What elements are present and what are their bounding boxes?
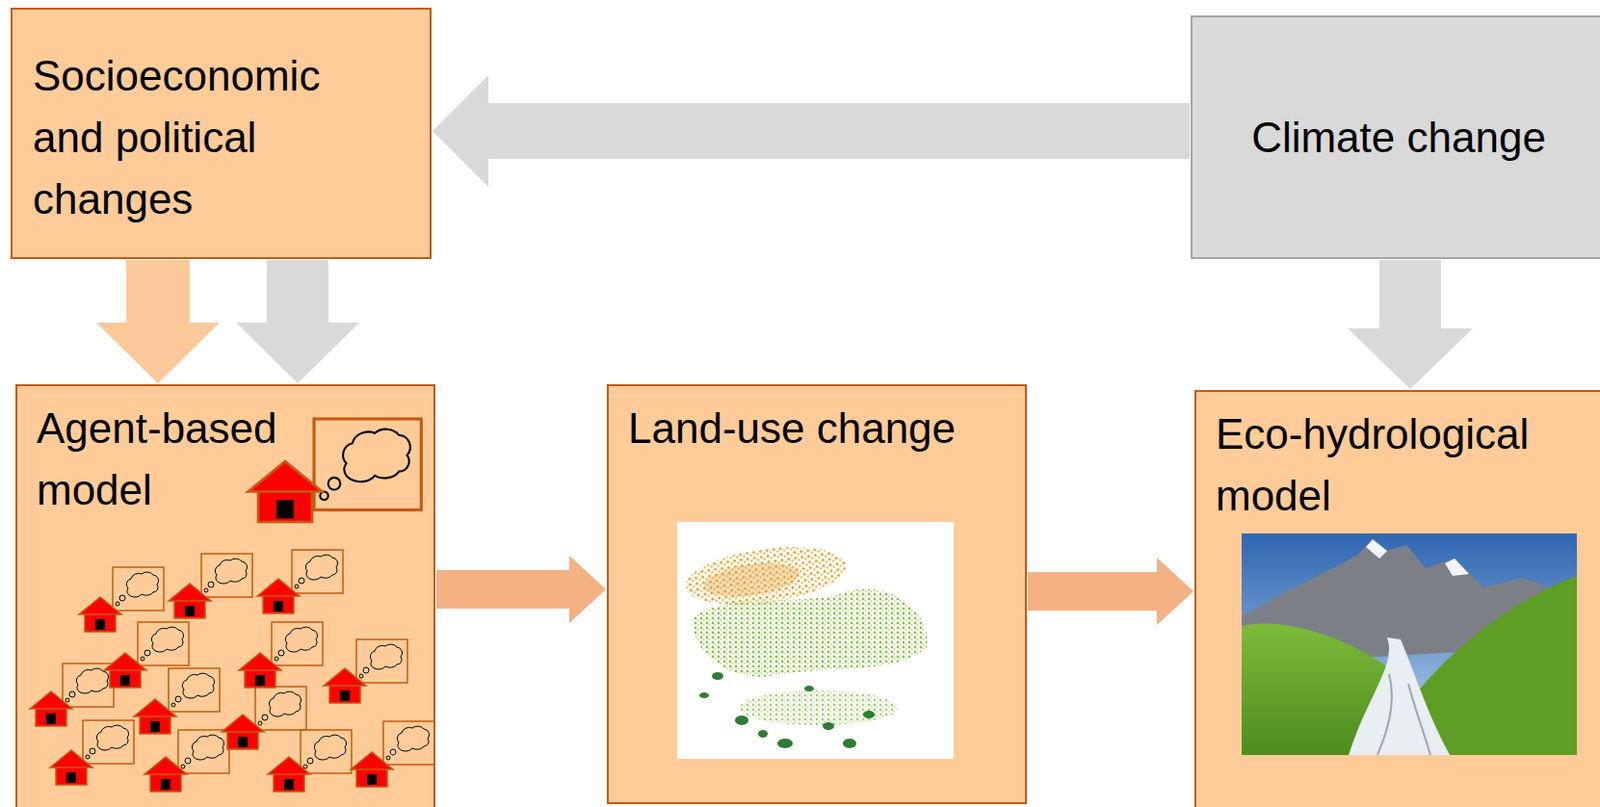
map-patch [739, 690, 898, 726]
house-icon [133, 699, 177, 735]
house-icon [267, 757, 311, 792]
model-box: Eco-hydrological model [1194, 390, 1600, 807]
map-dot [863, 710, 875, 719]
house-icon [78, 597, 122, 632]
photo-sky [1241, 533, 1577, 756]
household-agents [29, 419, 435, 792]
map-patch [681, 538, 850, 615]
house-icon [221, 714, 264, 750]
block-arrow [236, 260, 360, 384]
block-arrow [96, 260, 220, 384]
map-patch [701, 557, 801, 603]
map-ground [677, 522, 954, 760]
node-label: Agent-based model [36, 397, 307, 522]
land-use-map [677, 522, 954, 760]
block-arrow [1027, 557, 1194, 626]
map-patch [691, 589, 928, 678]
map-dot [758, 730, 768, 738]
house-icon [104, 653, 147, 688]
thought-bubble [314, 419, 421, 511]
node-label: Land-use change [628, 397, 1014, 460]
map-dot [777, 738, 793, 749]
thought-bubble [137, 622, 189, 666]
photo-stream [1408, 683, 1431, 756]
thought-bubble [178, 730, 230, 774]
thought-bubble [383, 721, 435, 765]
driver-box: Socioeconomic and political changes [10, 7, 432, 260]
thought-bubble [112, 567, 164, 611]
map-dot [699, 692, 709, 699]
thought-bubble [168, 668, 220, 712]
thought-bubble [201, 553, 253, 598]
node-label: Socioeconomic and political changes [32, 45, 361, 231]
thought-bubble [356, 639, 408, 683]
photo-snow [1365, 539, 1388, 559]
house-icon [168, 583, 211, 619]
house-icon [350, 752, 394, 787]
thought-bubble [291, 550, 343, 594]
map-dot [822, 722, 835, 731]
map-dot [804, 685, 814, 692]
photo-stream [1377, 674, 1392, 756]
thought-bubble [62, 663, 114, 708]
house-icon [144, 757, 187, 792]
photo-mountain [1241, 539, 1577, 665]
photo-stream [1348, 637, 1450, 756]
house-icon [238, 653, 282, 688]
thought-bubble [271, 622, 323, 666]
house-icon [323, 668, 367, 704]
mountain-stream-photo [1241, 533, 1577, 756]
thought-bubble [300, 730, 352, 774]
driver-box: Climate change [1190, 15, 1600, 260]
block-arrow [432, 75, 1190, 187]
block-arrow [1347, 260, 1473, 390]
photo-hill [1241, 623, 1397, 756]
process-box: Land-use change [606, 384, 1027, 805]
node-label: Eco-hydrological model [1215, 403, 1563, 527]
map-dot [842, 738, 857, 749]
map-dot [734, 715, 749, 726]
house-icon [50, 750, 93, 786]
photo-snow [1444, 558, 1469, 577]
photo-hill [1387, 576, 1577, 756]
house-icon [29, 691, 73, 727]
model-box: Agent-based model [15, 384, 436, 807]
node-label: Climate change [1251, 106, 1547, 169]
house-icon [257, 578, 300, 614]
map-dot [711, 672, 724, 681]
thought-bubble [255, 686, 307, 731]
thought-bubble [82, 720, 134, 764]
house-icon [248, 461, 323, 523]
block-arrow [436, 555, 606, 624]
